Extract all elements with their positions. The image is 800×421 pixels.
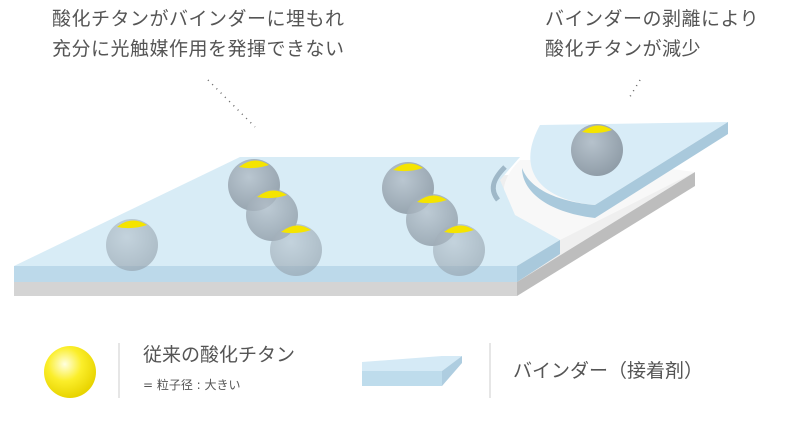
titanium-particle [270,224,322,276]
legend-binder-label: バインダー（接着剤） [513,360,704,382]
legend-titanium-sub: = 粒子径 : 大きい [143,378,241,392]
binder-side [517,240,560,282]
caption-right-line2: 酸化チタンが減少 [545,38,702,60]
caption-left-line1: 酸化チタンがバインダーに埋もれ [52,8,345,30]
leader-left [207,79,256,128]
base-side [517,172,695,296]
caption-left-line2: 充分に光触媒作用を発揮できない [52,38,345,60]
legend-binder-icon-front [362,371,442,386]
binder-front [14,266,517,282]
titanium-particle [433,224,485,276]
caption-right: バインダーの剥離により 酸化チタンが減少 [545,4,759,64]
caption-right-line1: バインダーの剥離により [545,8,760,30]
legend-binder-icon-side [442,356,462,386]
caption-left: 酸化チタンがバインダーに埋もれ 充分に光触媒作用を発揮できない [52,4,345,64]
peeled-binder-side [522,122,728,218]
leader-right [627,79,641,101]
titanium-particle [106,219,158,271]
legend-binder-icon [362,356,462,371]
titanium-particle [571,124,623,176]
binder-gap-edge [490,165,507,202]
legend-particle-icon [44,346,96,398]
base-front [14,282,517,296]
legend-titanium-label: 従来の酸化チタン [143,344,296,366]
